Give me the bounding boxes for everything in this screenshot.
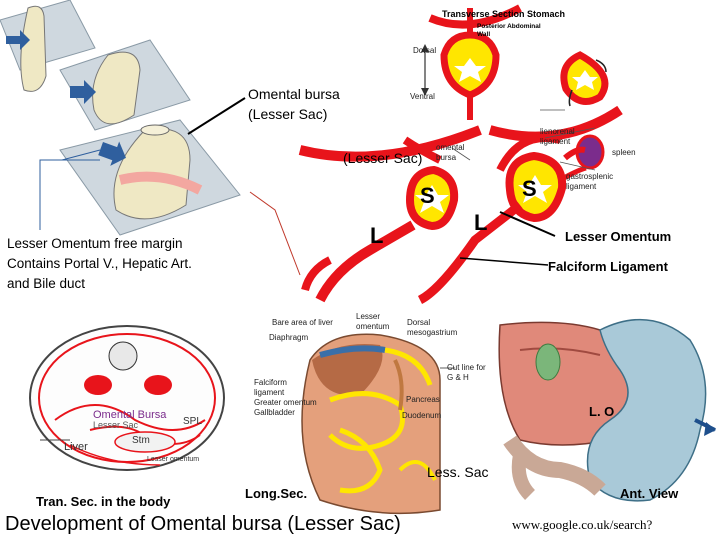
- cross-lesser-omentum-label: Lesser omentum: [147, 456, 200, 463]
- lesser-omentum-label: Lesser Omentum: [565, 229, 672, 244]
- posterior-wall-label-1: Posterior Abdominal: [477, 23, 541, 30]
- duodenum-label: Duodenum: [402, 411, 442, 420]
- sketch-stage-3: [59, 119, 241, 236]
- tran-sec-label: Tran. Sec. in the body: [36, 494, 171, 509]
- free-margin-line-1: Lesser Omentum free margin: [7, 236, 183, 251]
- slide-title: Development of Omental bursa (Lesser Sac…: [5, 513, 401, 535]
- lesser-sac-mid-label: (Lesser Sac): [343, 150, 423, 166]
- sketch-stage-2: [59, 39, 191, 131]
- stomach-s-left: S: [420, 183, 435, 208]
- pancreas-label: Pancreas: [406, 395, 440, 404]
- cut-line-label-2: G & H: [447, 373, 469, 382]
- spleen-label: spleen: [612, 148, 636, 157]
- posterior-wall-label-2: Wall: [477, 31, 491, 38]
- stage-c-stomach: [417, 134, 605, 305]
- cut-line-label-1: Cut line for: [447, 363, 486, 372]
- ant-view-label: Ant. View: [620, 486, 679, 501]
- lienorenal-label-2: ligament: [540, 137, 571, 146]
- transverse-section-title: Transverse Section Stomach: [442, 9, 566, 19]
- stage-b-stomach: [560, 51, 609, 107]
- omental-bursa-small-1: omental: [436, 143, 465, 152]
- falciform-ligament-label: Falciform Ligament: [548, 259, 668, 274]
- stage-a-stomach: [440, 8, 500, 120]
- free-margin-line-2: Contains Portal V., Hepatic Art.: [7, 256, 192, 271]
- omental-bursa-small-2: bursa: [436, 153, 457, 162]
- lo-label: L. O: [589, 404, 615, 419]
- bare-area-label: Bare area of liver: [272, 318, 333, 327]
- cross-stm-label: Stm: [132, 435, 150, 446]
- lesser-sac-paren-label: (Lesser Sac): [248, 106, 328, 122]
- liver-l-left: L: [370, 223, 384, 248]
- lienorenal-label-1: lienorenal: [540, 127, 575, 136]
- gastrosplenic-label-1: gastrosplenic: [566, 172, 614, 181]
- cross-omental-bursa-label: Omental Bursa: [93, 409, 167, 421]
- long-sec-label: Long.Sec.: [245, 486, 308, 501]
- long-falciform-label-1: Falciform: [254, 378, 287, 387]
- ventral-label: Ventral: [410, 92, 435, 101]
- dorsal-meso-label-1: Dorsal: [407, 318, 431, 327]
- long-lesser-omentum-label-2: omentum: [356, 322, 390, 331]
- source-url: www.google.co.uk/search?: [512, 517, 653, 532]
- cross-spl-label: SPL: [183, 416, 202, 427]
- stage-d-stomach: [301, 136, 459, 303]
- long-lesser-omentum-label-1: Lesser: [356, 312, 381, 321]
- gastrosplenic-label-2: ligament: [566, 182, 597, 191]
- sketch-stage-1: [0, 0, 96, 92]
- dorsal-label: Dorsal: [413, 46, 437, 55]
- stomach-s-right: S: [522, 176, 537, 201]
- dorsal-meso-label-2: mesogastrium: [407, 328, 458, 337]
- diaphragm-label: Diaphragm: [269, 333, 309, 342]
- gallbladder-label: Gallbladder: [254, 408, 295, 417]
- less-sac-label: Less. Sac: [427, 464, 489, 480]
- cross-lesser-sac-label: Lesser Sac: [93, 420, 139, 430]
- greater-omentum-label: Greater omentum: [254, 398, 317, 407]
- liver-l-right: L: [474, 210, 488, 235]
- free-margin-line-3: and Bile duct: [7, 276, 86, 291]
- long-falciform-label-2: ligament: [254, 388, 285, 397]
- omental-bursa-label: Omental bursa: [248, 86, 340, 102]
- cross-liver-label: Liver: [64, 441, 88, 453]
